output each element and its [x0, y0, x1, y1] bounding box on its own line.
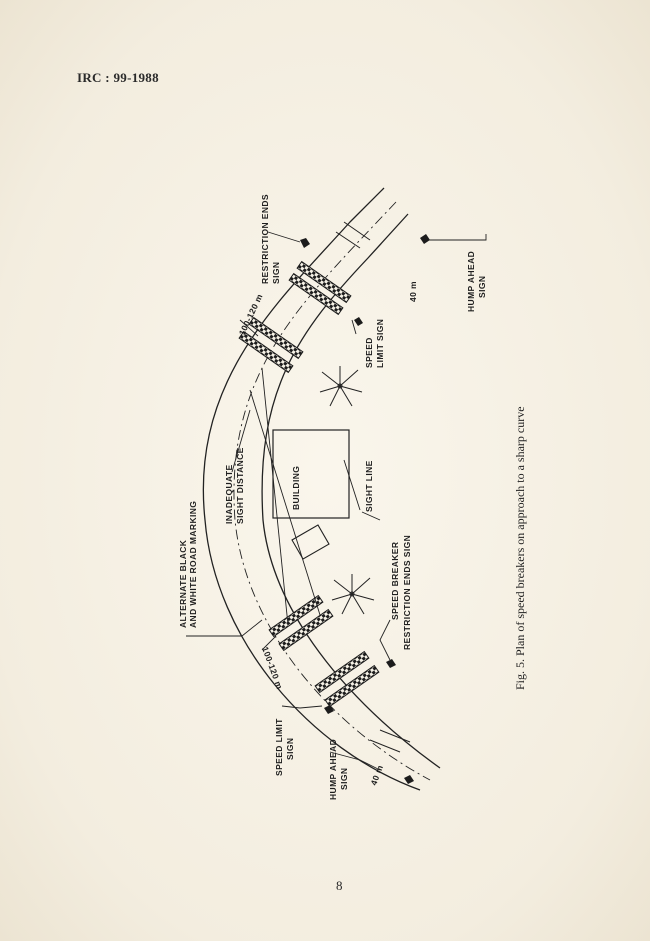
- label-speed-breaker: SPEED BREAKER: [390, 542, 400, 620]
- sign-icon-restriction-bottom: [386, 659, 396, 668]
- label-restriction-ends-top-2: SIGN: [271, 262, 281, 284]
- label-hump-ahead-bottom-1: HUMP AHEAD: [328, 739, 338, 800]
- road-ticks: [335, 221, 411, 753]
- sign-icon-speed-bottom: [324, 705, 334, 714]
- label-alternate-marking-2: AND WHITE ROAD MARKING: [188, 501, 198, 628]
- label-inadequate-2: SIGHT DISTANCE: [235, 447, 245, 524]
- label-hump-ahead-bottom-2: SIGN: [339, 768, 349, 790]
- speed-breaker-mid-2: [238, 330, 294, 374]
- label-speed-limit-bottom-2: SIGN: [285, 738, 295, 760]
- label-building: BUILDING: [291, 466, 301, 510]
- label-speed-limit-bottom-1: SPEED LIMIT: [274, 718, 284, 776]
- speed-breaker-bottom-2: [324, 664, 380, 708]
- leader-lines: [186, 231, 487, 771]
- tree-icon-bottom: [331, 574, 375, 615]
- speed-breaker-low-1: [268, 594, 324, 638]
- label-restriction-ends-top-1: RESTRICTION ENDS: [260, 194, 270, 284]
- speed-breaker-top-2: [288, 272, 344, 316]
- road-outer-edge: [202, 187, 421, 791]
- road-inner-edge: [261, 213, 441, 769]
- sign-icon-hump-bottom: [404, 775, 414, 784]
- label-speed-limit-top-1: SPEED: [364, 337, 374, 368]
- road-center-line: [233, 201, 431, 781]
- sign-icon-hump-top: [420, 234, 430, 244]
- speed-breaker-bottom-1: [314, 650, 370, 694]
- sight-lines: [249, 367, 361, 626]
- figure-caption: Fig. 5. Plan of speed breakers on approa…: [513, 406, 527, 690]
- sign-icons: [300, 234, 430, 784]
- label-40m-top: 40 m: [408, 281, 418, 302]
- label-inadequate-1: INADEQUATE: [224, 464, 234, 524]
- speed-breakers: [238, 260, 380, 708]
- sign-icon-restriction-top: [300, 238, 310, 248]
- building-rect: [272, 429, 350, 519]
- document-code: IRC : 99-1988: [77, 70, 159, 85]
- speed-breaker-low-2: [278, 608, 334, 652]
- label-restriction-ends-lower: RESTRICTION ENDS SIGN: [402, 535, 412, 650]
- label-speed-limit-top-2: LIMIT SIGN: [375, 319, 385, 368]
- label-alternate-marking-1: ALTERNATE BLACK: [178, 539, 188, 628]
- small-structure: [291, 524, 330, 560]
- speed-breaker-mid-1: [248, 316, 304, 360]
- page-number: 8: [336, 878, 343, 893]
- tree-icon-top: [319, 366, 363, 407]
- label-sight-line: SIGHT LINE: [364, 460, 374, 512]
- label-hump-ahead-top-1: HUMP AHEAD: [466, 251, 476, 312]
- label-hump-ahead-top-2: SIGN: [477, 276, 487, 298]
- speed-breaker-top-1: [296, 260, 352, 304]
- label-distance-bottom: 100-120 m: [260, 645, 285, 690]
- sign-icon-speed-top: [354, 317, 363, 326]
- road-edges: [202, 187, 441, 791]
